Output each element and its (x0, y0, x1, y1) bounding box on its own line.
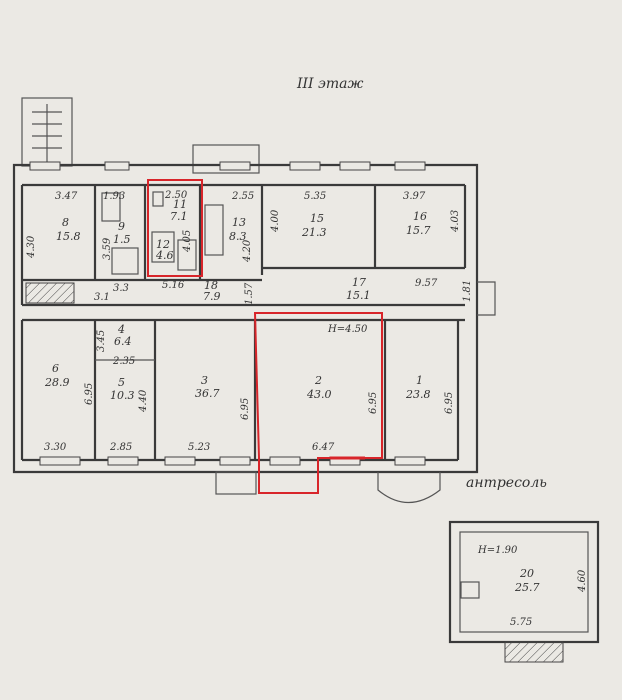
stair-strip (25, 282, 75, 304)
room-3-number: 3 (201, 374, 208, 387)
room-9-area: 1.5 (113, 233, 131, 246)
room-20-area: 25.7 (514, 581, 540, 594)
dim: 4.20 (242, 239, 253, 263)
room-17-number: 17 (352, 276, 366, 289)
dim: 4.30 (26, 235, 37, 259)
room-15-area: 21.3 (301, 226, 327, 239)
room-6-number: 6 (52, 362, 59, 375)
room-11-area: 7.1 (170, 210, 188, 223)
room-15-number: 15 (310, 212, 324, 225)
windows (29, 161, 426, 466)
room-labels: 8 15.8 9 1.5 11 7.1 12 4.6 13 8.3 15 21.… (44, 198, 540, 594)
dim: 1.93 (103, 191, 125, 202)
room-20-number: 20 (519, 567, 534, 580)
dim: H=1.90 (477, 545, 518, 556)
room-11-number: 11 (173, 198, 187, 211)
room-5-number: 5 (118, 376, 125, 389)
dim: 9.57 (415, 278, 438, 289)
room-5-area: 10.3 (110, 389, 135, 402)
entrance-bay (215, 471, 257, 495)
dim: 3.1 (94, 292, 110, 303)
dim: 6.95 (368, 392, 379, 414)
corridor-extension (477, 281, 496, 316)
dim: 5.35 (304, 191, 326, 202)
staircase-top-left (21, 97, 73, 167)
dim: 5.75 (510, 617, 532, 628)
dim: 6.95 (240, 398, 251, 420)
floor-title: III этаж (296, 76, 364, 92)
room-17-area: 15.1 (346, 289, 371, 302)
dim: 6.95 (444, 392, 455, 414)
room-8-area: 15.8 (56, 230, 81, 243)
dim: 2.55 (231, 191, 254, 202)
room-12-number: 12 (156, 238, 170, 251)
dim: 3.30 (44, 442, 67, 453)
dim: 3.47 (55, 191, 78, 202)
inner-walls (20, 183, 467, 462)
dim: 5.16 (162, 280, 185, 291)
room-3-area: 36.7 (195, 387, 220, 400)
room-4-number: 4 (117, 323, 125, 336)
top-bay (192, 144, 260, 174)
dim: 2.50 (164, 190, 188, 201)
dim: 6.95 (84, 383, 95, 405)
room-18-number: 18 (204, 279, 218, 292)
dim: 3.97 (403, 191, 426, 202)
dim: 2.35 (112, 356, 135, 367)
dim: H=4.50 (327, 324, 368, 335)
outer-wall (12, 163, 479, 474)
room-18-area: 7.9 (203, 290, 221, 303)
highlight-room-11 (147, 179, 203, 277)
room-9-number: 9 (118, 220, 125, 233)
room-1-area: 23.8 (405, 388, 431, 401)
dim: 1.81 (462, 280, 473, 302)
room-13-number: 13 (232, 216, 246, 229)
room-2-number: 2 (314, 374, 322, 387)
highlight-room-2 (253, 312, 383, 494)
dim: 4.40 (138, 389, 149, 413)
room-1-number: 1 (416, 374, 423, 387)
dim: 4.05 (182, 230, 193, 253)
dim: 4.03 (450, 210, 461, 233)
room-16-area: 15.7 (406, 224, 431, 237)
dim: 6.47 (312, 442, 335, 453)
bay-window (377, 472, 441, 503)
dim: 2.85 (109, 442, 132, 453)
dim: 3.3 (113, 283, 129, 294)
dimension-labels: 3.47 1.93 2.50 2.55 5.35 3.97 4.30 3.59 … (26, 190, 588, 628)
room-13-area: 8.3 (229, 230, 247, 243)
mezzanine-plan (448, 520, 600, 663)
room-12-area: 4.6 (155, 249, 174, 262)
room-8-number: 8 (62, 216, 69, 229)
room-4-area: 6.4 (114, 335, 132, 348)
mezzanine-label: антресоль (466, 475, 547, 491)
dim: 3.45 (96, 330, 107, 352)
dim: 4.00 (270, 209, 281, 233)
dim: 3.59 (102, 237, 113, 260)
sanitary-fixtures (101, 191, 224, 275)
dim: 5.23 (188, 442, 210, 453)
room-6-area: 28.9 (44, 376, 70, 389)
dim: 1.57 (244, 282, 255, 305)
room-16-number: 16 (413, 210, 427, 223)
dim: 4.60 (577, 569, 588, 593)
room-2-area: 43.0 (306, 388, 332, 401)
